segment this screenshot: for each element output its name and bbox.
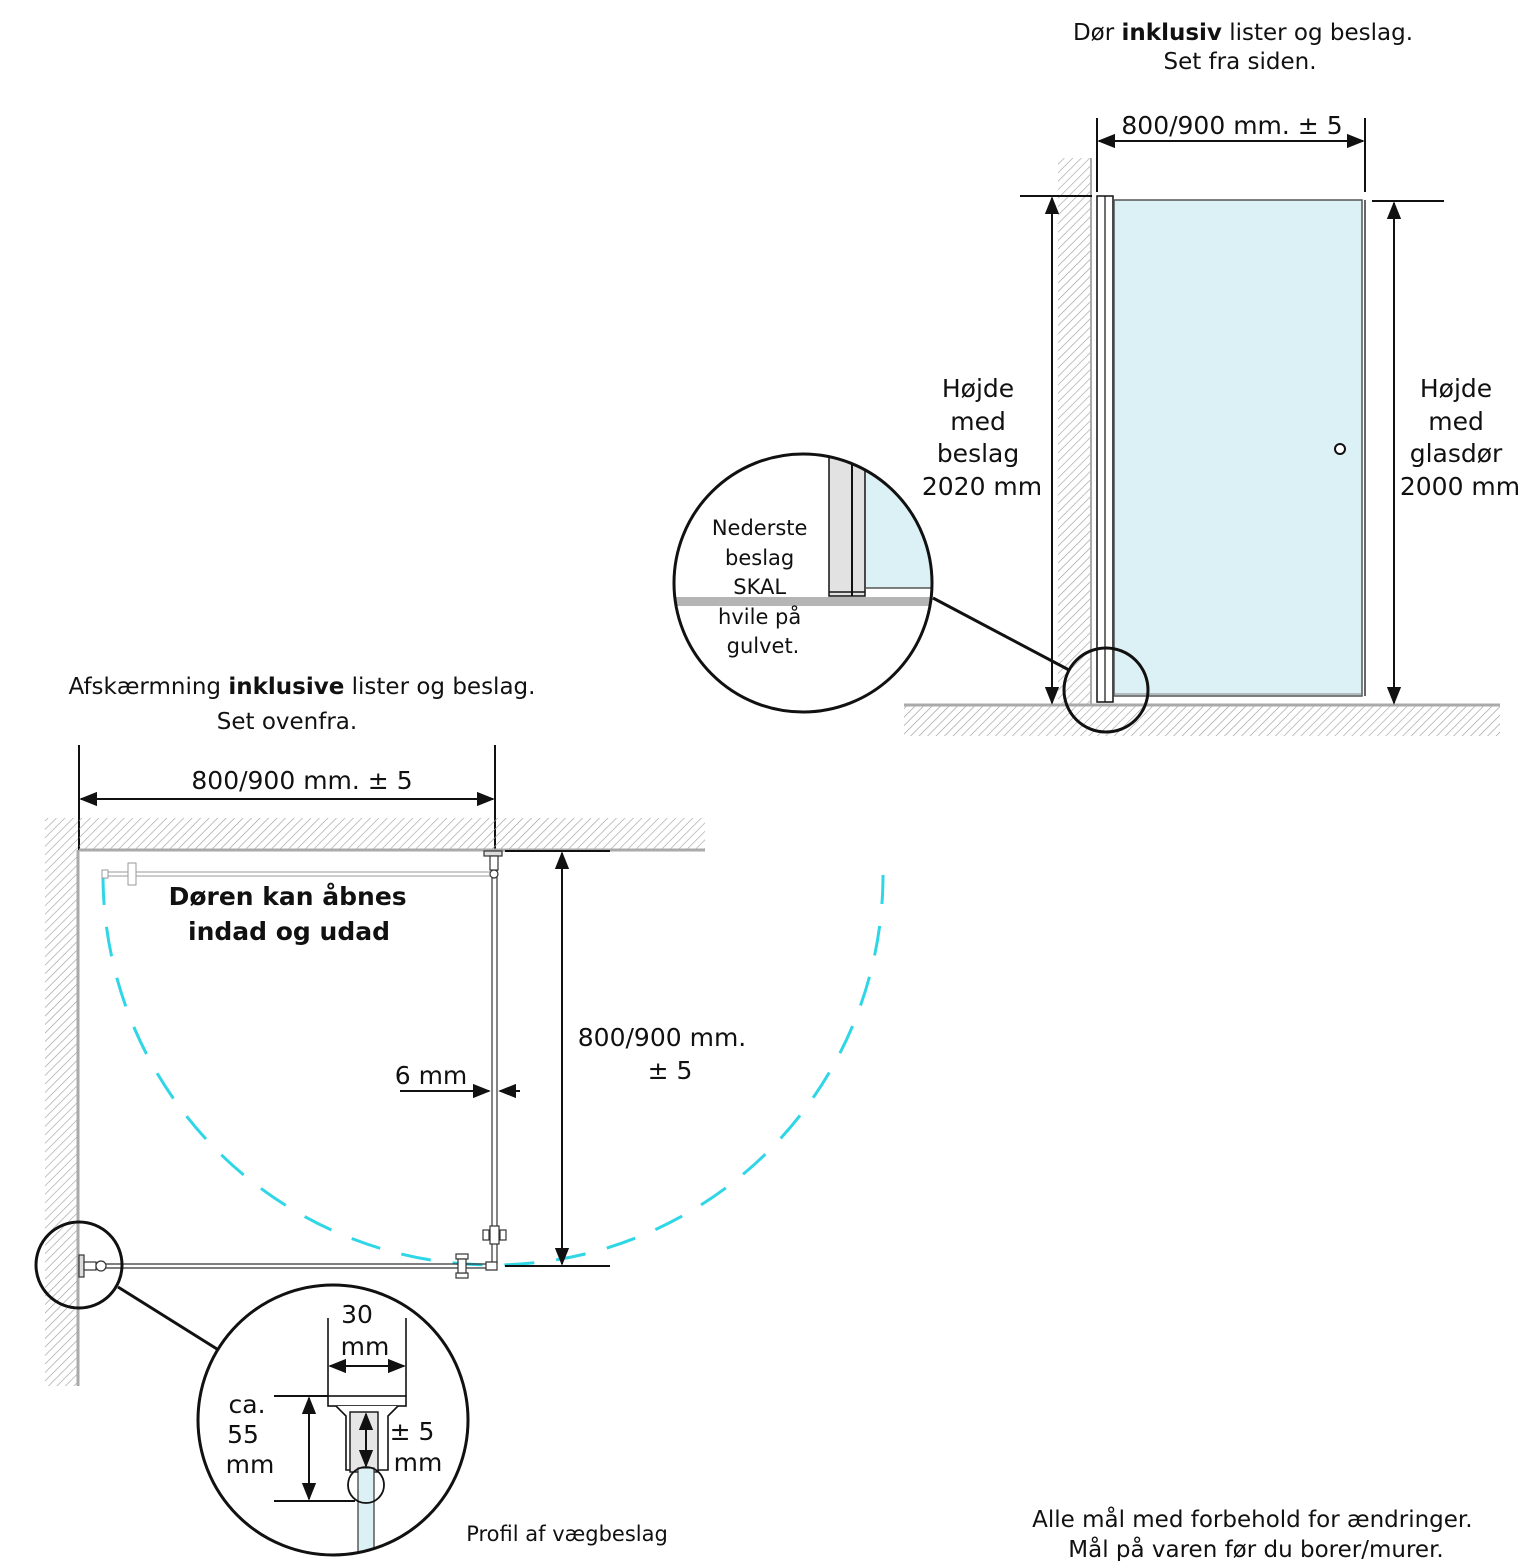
- profile-detail-zoom: [198, 1285, 468, 1555]
- side-right-height-label: Højde med glasdør 2000 mm: [1400, 374, 1520, 501]
- top-view-subtitle: Set ovenfra.: [217, 709, 357, 735]
- side-wall: [1058, 158, 1091, 706]
- door-handle-icon: [1334, 443, 1346, 455]
- side-detail-source-circle: [1062, 646, 1150, 734]
- bottom-wall-bracket-icon: [78, 1254, 107, 1278]
- open-door-hinge-icon: [101, 862, 137, 886]
- profile-leader: [117, 1285, 218, 1351]
- side-view-title: Dør inklusiv lister og beslag.: [1073, 20, 1413, 46]
- profile-caption: Profil af vægbeslag: [466, 1522, 668, 1546]
- top-width-label: 800/900 mm. ± 5: [191, 766, 412, 795]
- corner-hinge-icon: [455, 1225, 507, 1279]
- side-detail-note: Nederste beslag SKAL hvile på gulvet.: [712, 516, 814, 658]
- profile-detail-circle: [196, 1283, 470, 1557]
- top-wall-bracket-icon: [483, 850, 503, 879]
- glass-thickness-label: 6 mm: [395, 1061, 468, 1090]
- side-detail-leader: [932, 596, 1070, 672]
- footer-note: Alle mål med forbehold for ændringer. Må…: [1032, 1505, 1480, 1561]
- profile-source-circle: [34, 1220, 124, 1310]
- side-view: Dør inklusiv lister og beslag. Set fra s…: [672, 20, 1520, 736]
- top-depth-label: 800/900 mm. ± 5: [578, 1023, 754, 1085]
- side-detail-zoom: [674, 454, 932, 712]
- side-left-height-label: Højde med beslag 2020 mm: [922, 374, 1042, 501]
- side-view-subtitle: Set fra siden.: [1163, 49, 1316, 75]
- top-back-wall: [79, 818, 705, 849]
- top-view: Afskærmning inklusive lister og beslag. …: [34, 674, 885, 1557]
- side-detail-circle: [672, 452, 934, 714]
- top-side-wall: [45, 818, 78, 1386]
- side-glass-door: [1113, 199, 1363, 697]
- profile-adjust-label: ± 5 mm: [390, 1417, 443, 1477]
- profile-width-label: 30 mm: [341, 1300, 390, 1361]
- profile-depth-label: ca. 55 mm: [226, 1390, 275, 1479]
- side-floor: [904, 706, 1500, 736]
- door-open-note: Døren kan åbnes indad og udad: [169, 882, 416, 946]
- side-width-label: 800/900 mm. ± 5: [1121, 111, 1342, 140]
- top-view-title: Afskærmning inklusive lister og beslag.: [69, 674, 536, 700]
